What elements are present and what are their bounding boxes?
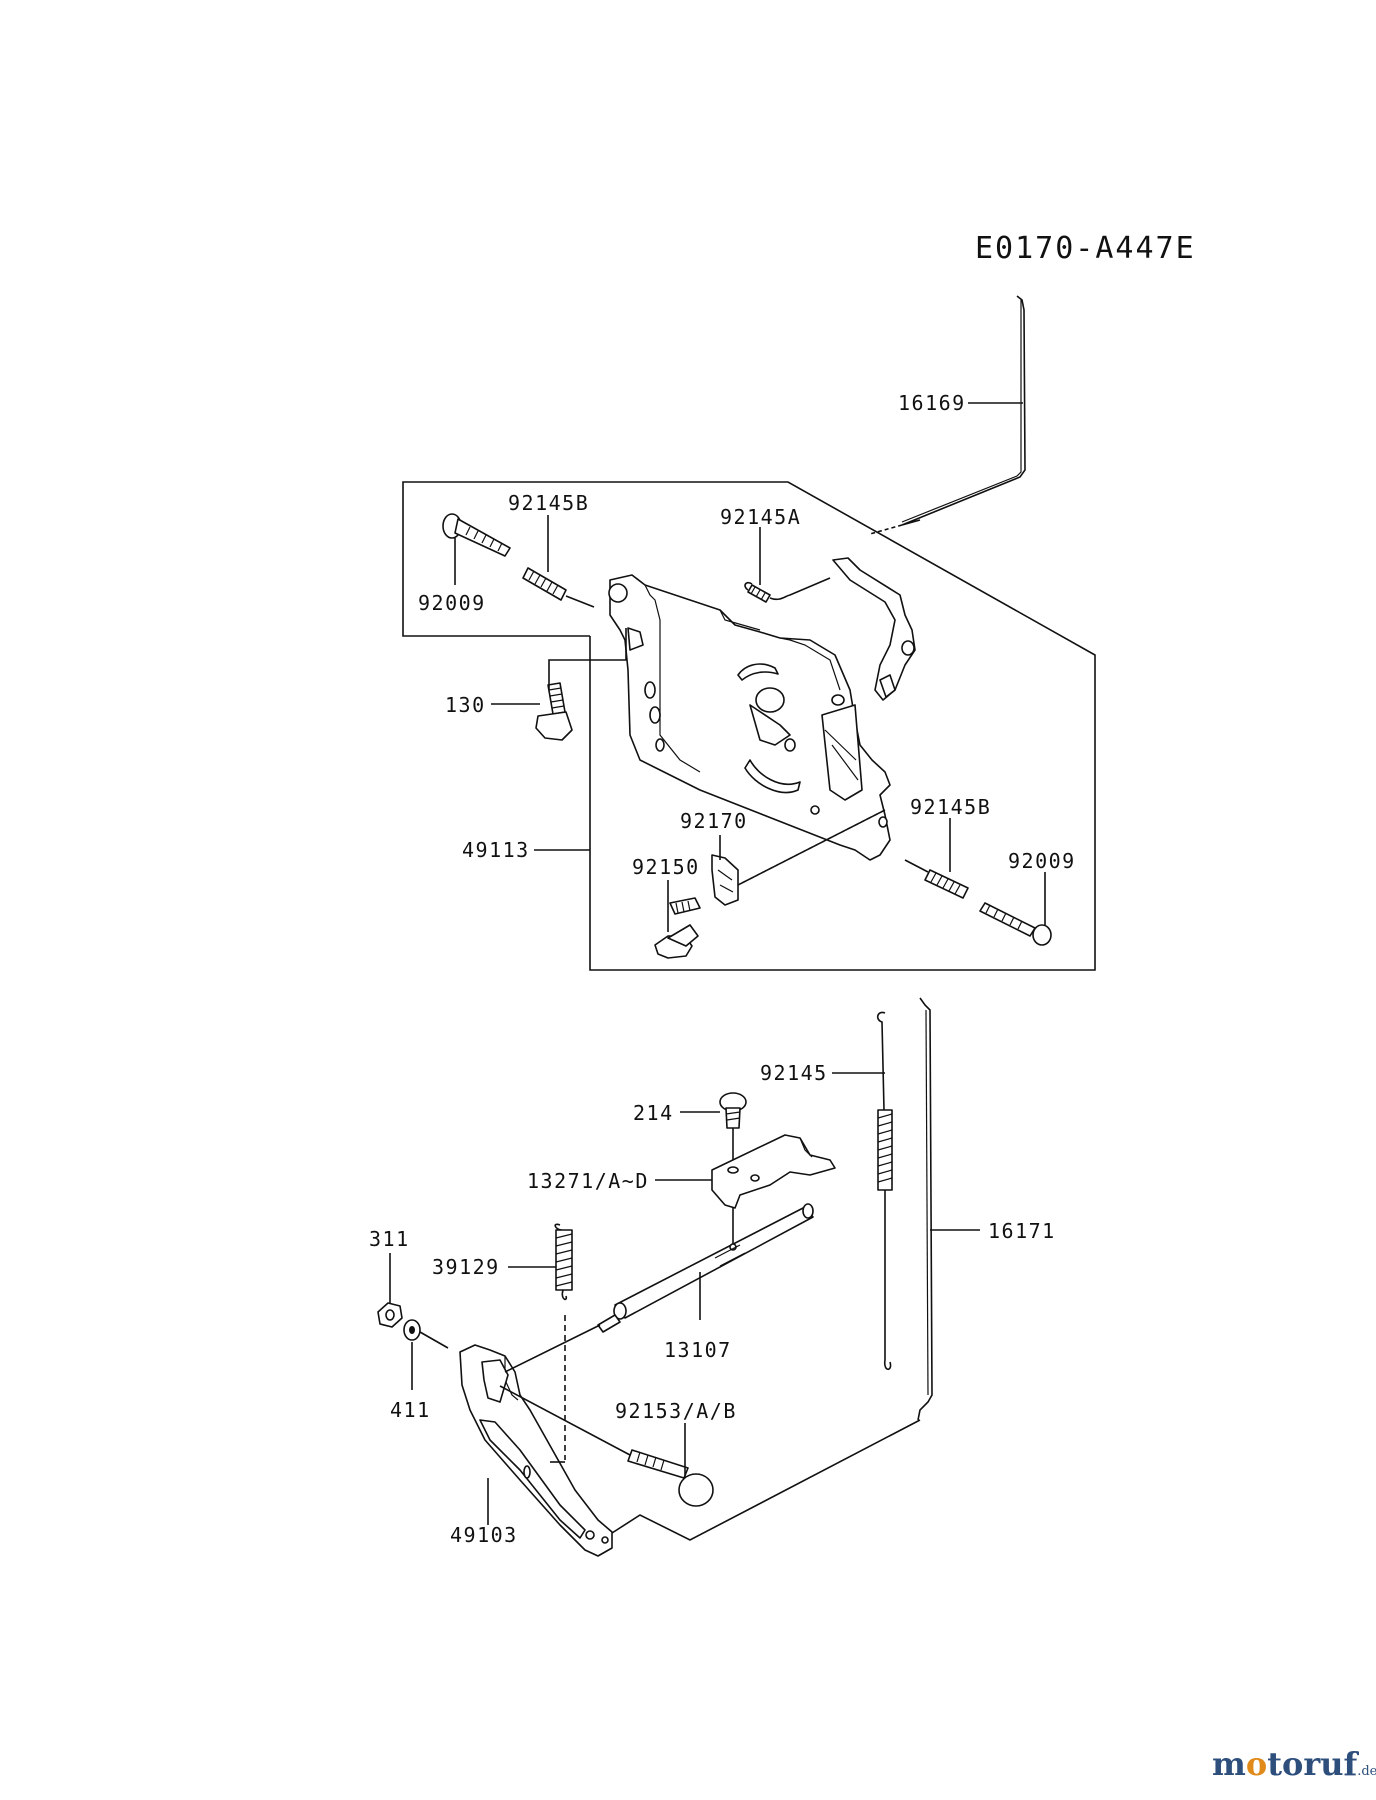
part-92009-bolt-top: [442, 513, 511, 557]
label-92009-top: 92009: [418, 591, 486, 615]
part-411-washer: [403, 1319, 449, 1349]
label-92145B-bot: 92145B: [910, 795, 991, 819]
label-92145A: 92145A: [720, 505, 801, 529]
label-16169: 16169: [898, 391, 966, 415]
label-311: 311: [369, 1227, 410, 1251]
part-92145A-spring: [744, 577, 831, 603]
label-16171: 16171: [988, 1219, 1056, 1243]
part-92170-clip: [711, 809, 886, 906]
label-49113: 49113: [462, 838, 530, 862]
part-39129-spring: [554, 1223, 573, 1460]
label-411: 411: [390, 1398, 431, 1422]
part-49113-control-plate: [608, 557, 916, 861]
part-16171-rod: [917, 997, 933, 1421]
label-92145: 92145: [760, 1061, 828, 1085]
watermark-part: m: [1212, 1745, 1246, 1783]
label-92153: 92153/A/B: [615, 1399, 737, 1423]
watermark-part: o: [1245, 1745, 1268, 1783]
diagram-code: E0170-A447E: [975, 231, 1196, 266]
part-214-screw: [719, 1092, 747, 1160]
part-92145B-spring-bot: [904, 859, 969, 899]
label-13271: 13271/A~D: [527, 1169, 649, 1193]
upper-assembly-frame: [402, 481, 1096, 971]
part-92153-pin: [627, 1449, 714, 1507]
part-92009-bolt-bot: [979, 902, 1052, 946]
label-130: 130: [445, 693, 486, 717]
part-92145-long-spring: [876, 1011, 893, 1371]
part-13271-plate: [711, 1134, 836, 1250]
part-49103-lever: [459, 1324, 921, 1557]
label-13107: 13107: [664, 1338, 732, 1362]
watermark-tld: .de: [1357, 1764, 1376, 1779]
part-13107-shaft: [597, 1203, 814, 1333]
label-92009-bot: 92009: [1008, 849, 1076, 873]
label-92150: 92150: [632, 855, 700, 879]
label-92170: 92170: [680, 809, 748, 833]
part-311-nut: [377, 1302, 403, 1328]
watermark-part: toruf: [1267, 1745, 1358, 1783]
label-39129: 39129: [432, 1255, 500, 1279]
part-130-bolt: [535, 628, 627, 741]
part-92145B-spring-top: [522, 567, 595, 608]
motoruf-watermark-logo: motoruf.de: [1212, 1744, 1376, 1784]
label-49103: 49103: [450, 1523, 518, 1547]
label-92145B-top: 92145B: [508, 491, 589, 515]
part-16169-rod: [869, 295, 1026, 535]
label-214: 214: [633, 1101, 674, 1125]
part-92150-bolt: [654, 897, 701, 959]
